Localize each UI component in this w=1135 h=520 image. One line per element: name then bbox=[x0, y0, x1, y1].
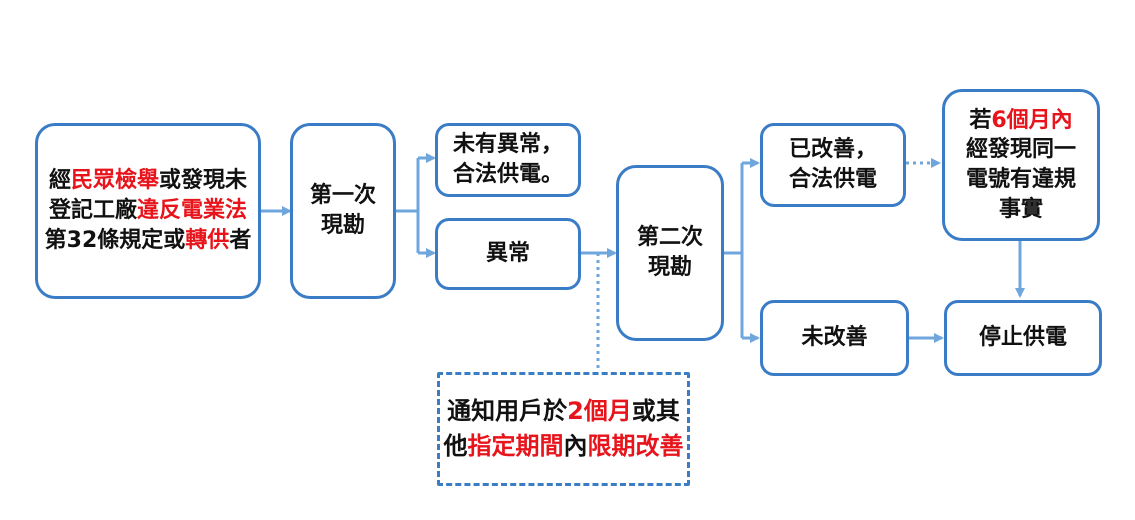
first-inspection-line-2: 現勘 bbox=[320, 213, 365, 238]
stop-power-box: 停止供電 bbox=[944, 300, 1102, 376]
notice-box: 通知用戶於2個月或其 他指定期間內限期改善 bbox=[437, 372, 690, 486]
not-improved-box: 未改善 bbox=[760, 300, 909, 376]
first-inspection-line-1: 第一次 bbox=[309, 183, 376, 209]
six-months-line-2: 經發現同一 bbox=[965, 137, 1076, 163]
notice-line-2: 他指定期間內限期改善 bbox=[443, 432, 684, 460]
improved-line-1: 已改善， bbox=[788, 137, 877, 163]
second-inspection-box: 第二次 現勘 bbox=[616, 165, 724, 341]
report-line-3: 第32條規定或轉供者 bbox=[44, 227, 252, 253]
report-line-2: 登記工廠違反電業法 bbox=[48, 198, 248, 224]
stop-power-label: 停止供電 bbox=[978, 325, 1067, 351]
second-inspection-line-1: 第二次 bbox=[636, 225, 703, 251]
report-box: 經民眾檢舉或發現未 登記工廠違反電業法 第32條規定或轉供者 bbox=[35, 123, 261, 299]
second-inspection-line-2: 現勘 bbox=[647, 255, 692, 280]
no-anomaly-box: 未有異常， 合法供電。 bbox=[435, 123, 581, 197]
improved-box: 已改善， 合法供電 bbox=[760, 123, 906, 207]
report-line-1: 經民眾檢舉或發現未 bbox=[48, 168, 248, 194]
six-months-line-4: 事實 bbox=[998, 196, 1043, 222]
not-improved-label: 未改善 bbox=[801, 325, 868, 351]
six-months-line-1: 若6個月內 bbox=[969, 107, 1073, 133]
anomaly-label: 異常 bbox=[485, 241, 530, 267]
no-anomaly-line-1: 未有異常， bbox=[452, 132, 563, 158]
six-months-line-3: 電號有違規 bbox=[965, 167, 1076, 192]
improved-line-2: 合法供電 bbox=[788, 167, 877, 192]
six-months-box: 若6個月內 經發現同一 電號有違規 事實 bbox=[942, 89, 1100, 241]
anomaly-box: 異常 bbox=[435, 218, 581, 290]
notice-line-1: 通知用戶於2個月或其 bbox=[447, 397, 680, 426]
no-anomaly-line-2: 合法供電。 bbox=[452, 162, 563, 187]
first-inspection-box: 第一次 現勘 bbox=[290, 123, 396, 299]
